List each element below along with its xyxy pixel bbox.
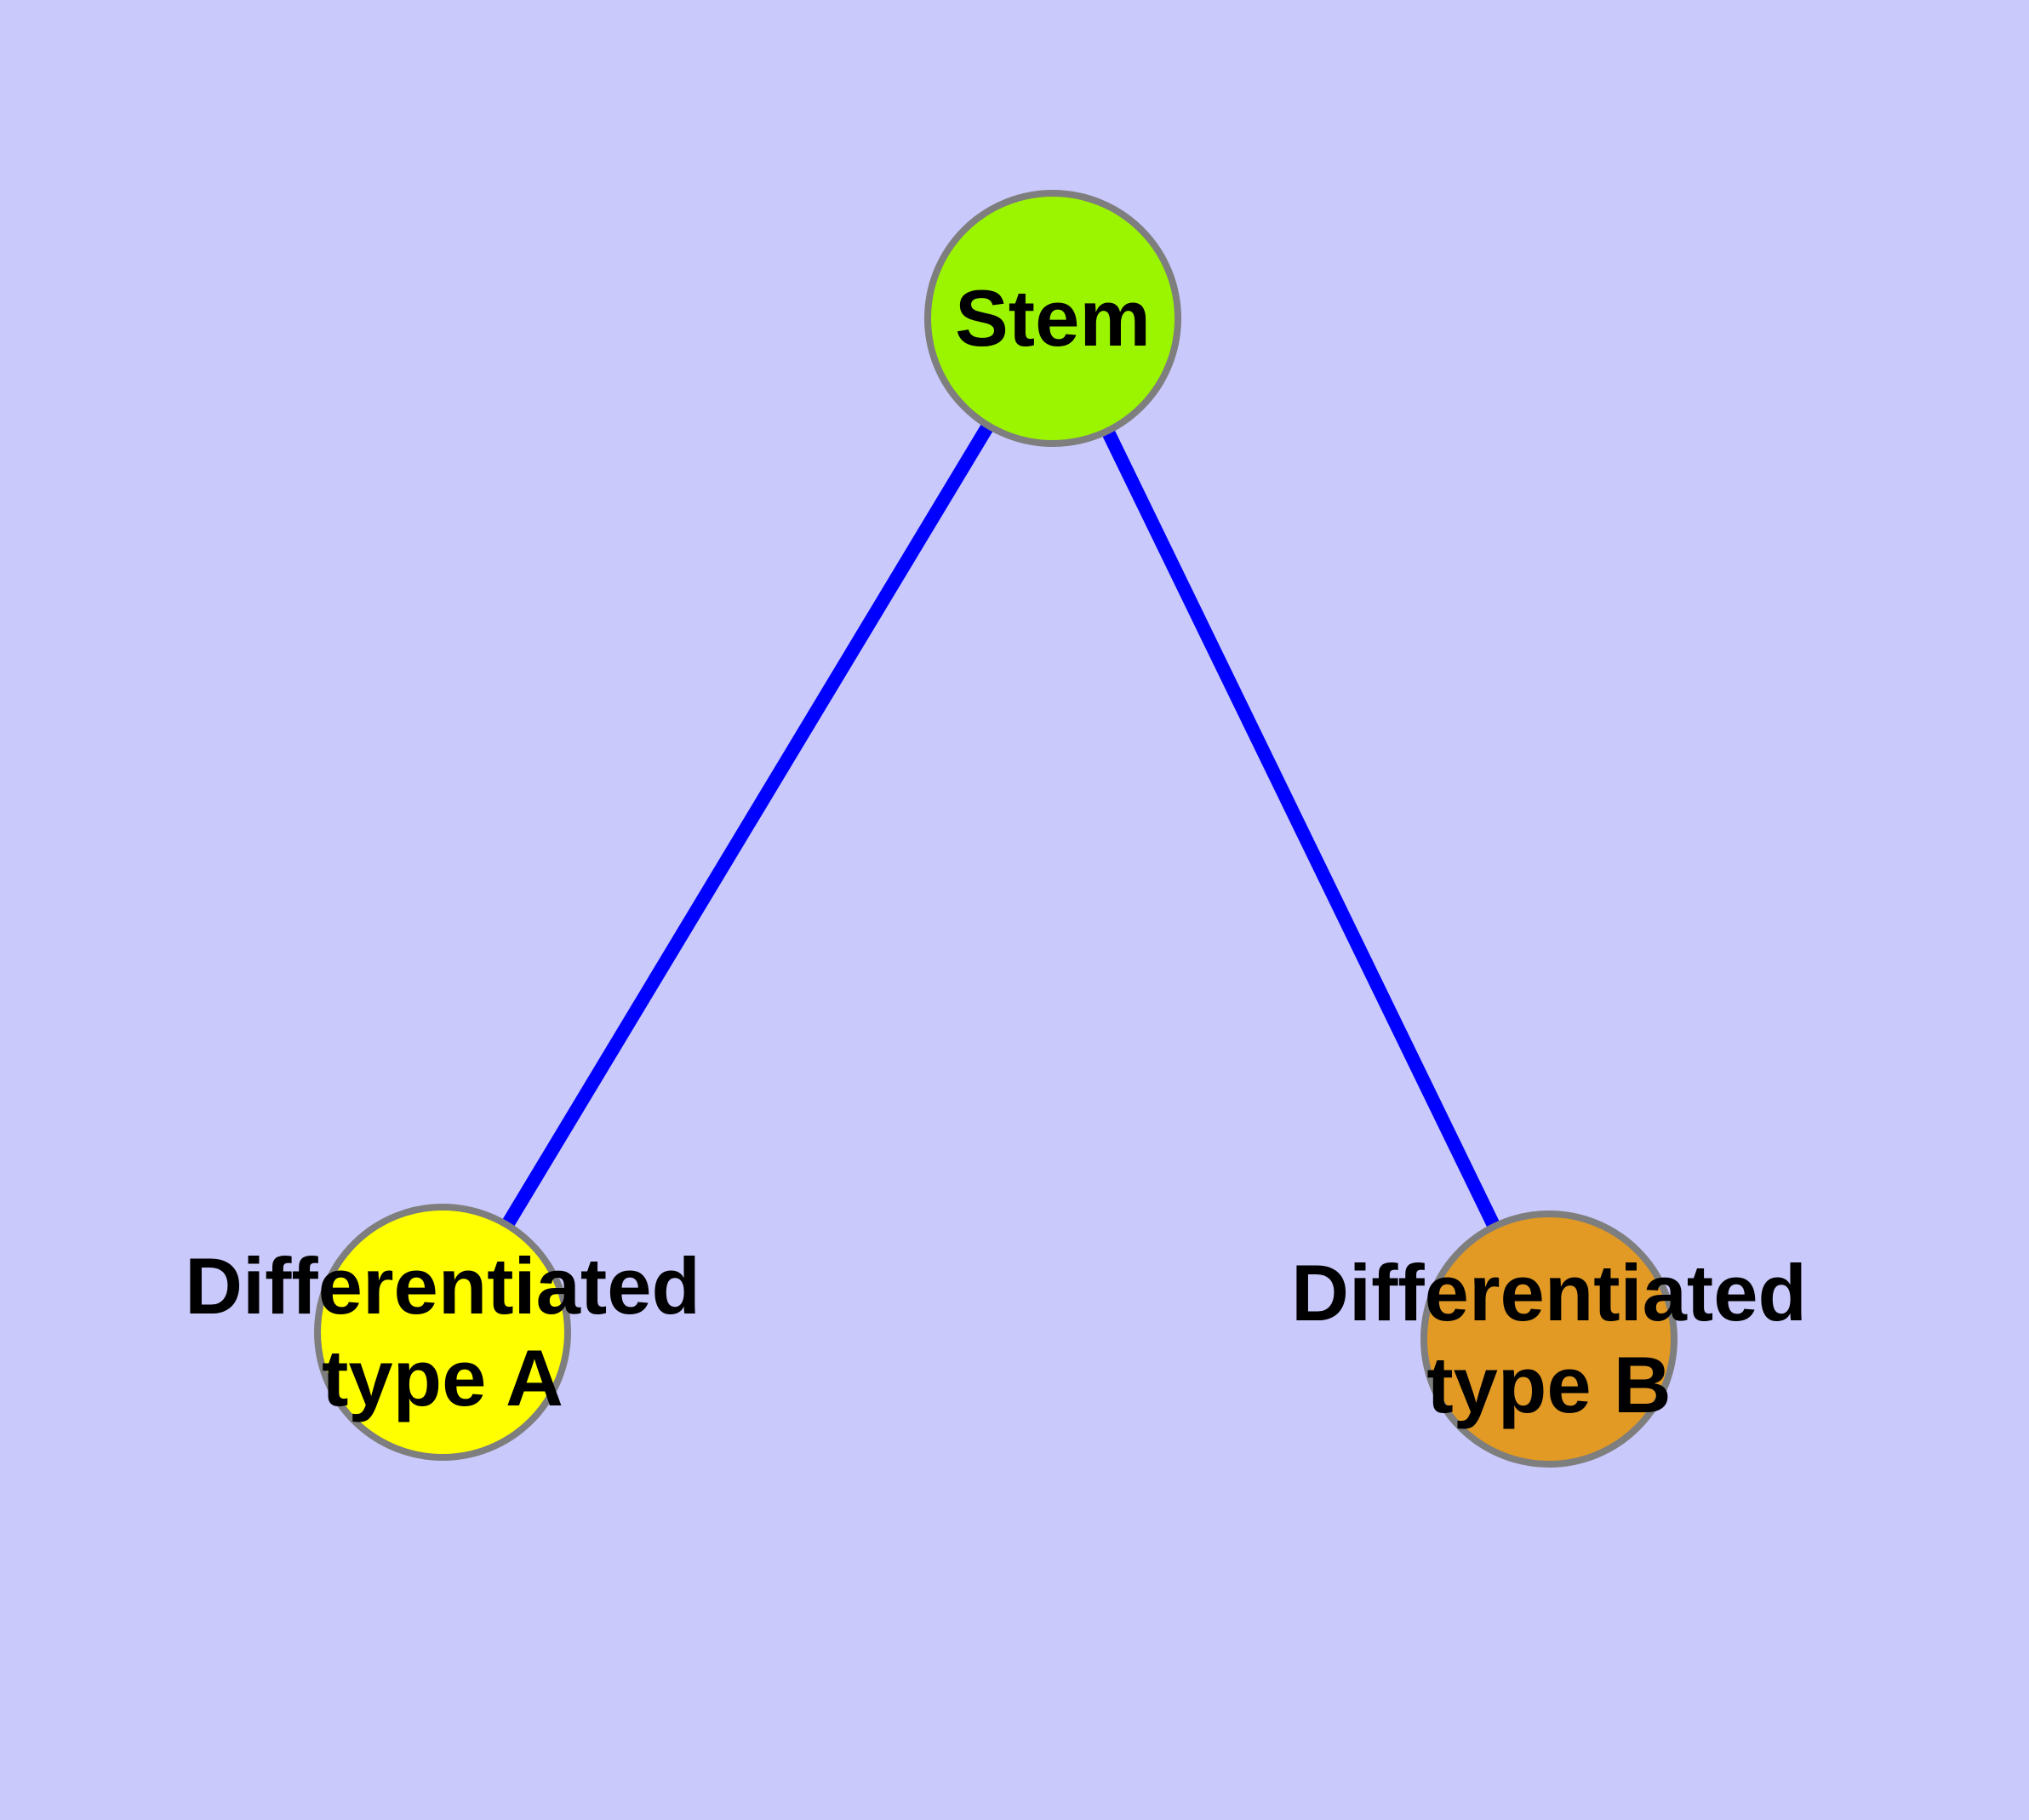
node-differentiated-type-a: [314, 1204, 571, 1461]
node-stem: [924, 190, 1181, 447]
node-differentiated-type-b: [1420, 1210, 1677, 1468]
edge-stem-to-type-b: [1046, 315, 1556, 1342]
edge-stem-to-type-a: [437, 314, 1059, 1336]
